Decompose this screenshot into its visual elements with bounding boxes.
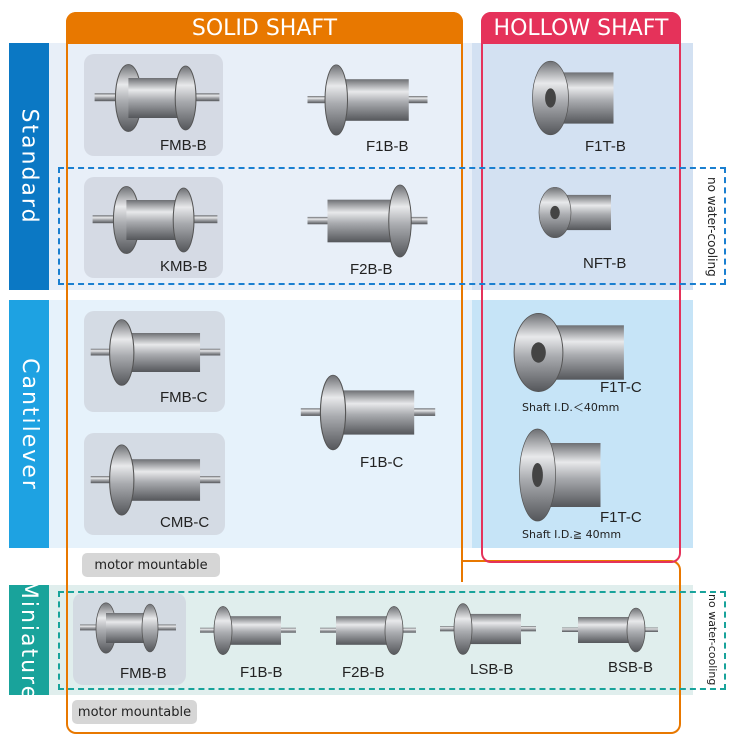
product-label: F1T-B bbox=[585, 138, 626, 155]
hollow-shaft-header: HOLLOW SHAFT bbox=[481, 12, 681, 44]
band-standard: Standard bbox=[9, 43, 49, 290]
band-miniature: Miniature bbox=[9, 579, 49, 701]
hollow-shaft-title: HOLLOW SHAFT bbox=[493, 15, 669, 41]
product-note: Shaft I.D.＜40mm bbox=[522, 401, 620, 414]
product-label: NFT-B bbox=[583, 255, 627, 272]
product-image-mini-lsb-b bbox=[438, 600, 538, 658]
product-label: BSB-B bbox=[608, 659, 654, 676]
product-image-fmb-c bbox=[88, 315, 223, 390]
solid-shaft-frame-step bbox=[461, 560, 681, 590]
no-water-cooling-box-standard bbox=[58, 167, 726, 285]
product-label: F2B-B bbox=[350, 261, 393, 278]
product-image-mini-fmb-b bbox=[78, 598, 178, 658]
product-image-mini-f2b-b bbox=[318, 603, 418, 658]
product-image-f1t-b bbox=[528, 58, 618, 138]
motor-mountable-badge: motor mountable bbox=[82, 553, 220, 577]
product-image-cmb-c bbox=[88, 440, 223, 520]
product-shape-icon bbox=[538, 186, 611, 239]
no-water-cooling-note: no water-cooling bbox=[705, 177, 719, 277]
motor-mountable-badge: motor mountable bbox=[72, 700, 197, 724]
product-shape-icon bbox=[90, 319, 221, 386]
product-shape-icon bbox=[440, 603, 536, 655]
product-shape-icon bbox=[519, 428, 601, 522]
product-image-f1b-b bbox=[305, 60, 430, 140]
product-label: CMB-C bbox=[160, 514, 210, 531]
product-image-mini-bsb-b bbox=[560, 605, 660, 655]
product-shape-icon bbox=[94, 64, 220, 132]
band-standard-label: Standard bbox=[16, 108, 42, 225]
product-image-nft-b bbox=[535, 185, 615, 240]
product-label: KMB-B bbox=[160, 258, 208, 275]
product-label: F1T-C bbox=[600, 379, 642, 396]
hollow-shaft-frame bbox=[481, 12, 681, 563]
product-shape-icon bbox=[307, 184, 428, 258]
product-shape-icon bbox=[307, 64, 428, 136]
band-cantilever: Cantilever bbox=[9, 300, 49, 548]
product-label: FMB-B bbox=[160, 137, 207, 154]
product-image-f1b-c bbox=[298, 370, 438, 455]
product-label: F1B-B bbox=[366, 138, 409, 155]
product-image-fmb-b bbox=[92, 58, 222, 138]
product-label: F1B-C bbox=[360, 454, 404, 471]
product-image-f1t-c-large bbox=[515, 425, 605, 525]
band-cantilever-label: Cantilever bbox=[16, 357, 42, 491]
product-shape-icon bbox=[90, 444, 221, 516]
product-shape-icon bbox=[562, 607, 658, 653]
product-label: FMB-C bbox=[160, 389, 208, 406]
product-image-f1t-c-small bbox=[508, 310, 630, 395]
product-shape-icon bbox=[92, 186, 218, 254]
product-note: Shaft I.D.≧ 40mm bbox=[522, 528, 622, 541]
product-shape-icon bbox=[532, 60, 614, 136]
product-image-mini-f1b-b bbox=[198, 603, 298, 658]
product-label: F2B-B bbox=[342, 664, 385, 681]
product-shape-icon bbox=[513, 313, 624, 392]
solid-shaft-frame-upper bbox=[66, 12, 463, 582]
product-shape-icon bbox=[80, 602, 176, 654]
solid-shaft-title: SOLID SHAFT bbox=[191, 15, 338, 41]
product-shape-icon bbox=[200, 606, 296, 655]
product-label: F1T-C bbox=[600, 509, 642, 526]
product-image-kmb-b bbox=[90, 180, 220, 260]
product-label: LSB-B bbox=[470, 661, 514, 678]
product-shape-icon bbox=[320, 606, 416, 655]
product-image-f2b-b bbox=[305, 180, 430, 262]
band-miniature-label: Miniature bbox=[16, 579, 42, 701]
solid-shaft-header: SOLID SHAFT bbox=[66, 12, 463, 44]
no-water-cooling-note: no water-cooling bbox=[706, 594, 719, 686]
solid-shaft-frame-lower bbox=[66, 570, 681, 734]
product-label: FMB-B bbox=[120, 665, 167, 682]
product-shape-icon bbox=[300, 374, 436, 451]
product-label: F1B-B bbox=[240, 664, 283, 681]
no-water-cooling-box-miniature bbox=[58, 591, 726, 690]
